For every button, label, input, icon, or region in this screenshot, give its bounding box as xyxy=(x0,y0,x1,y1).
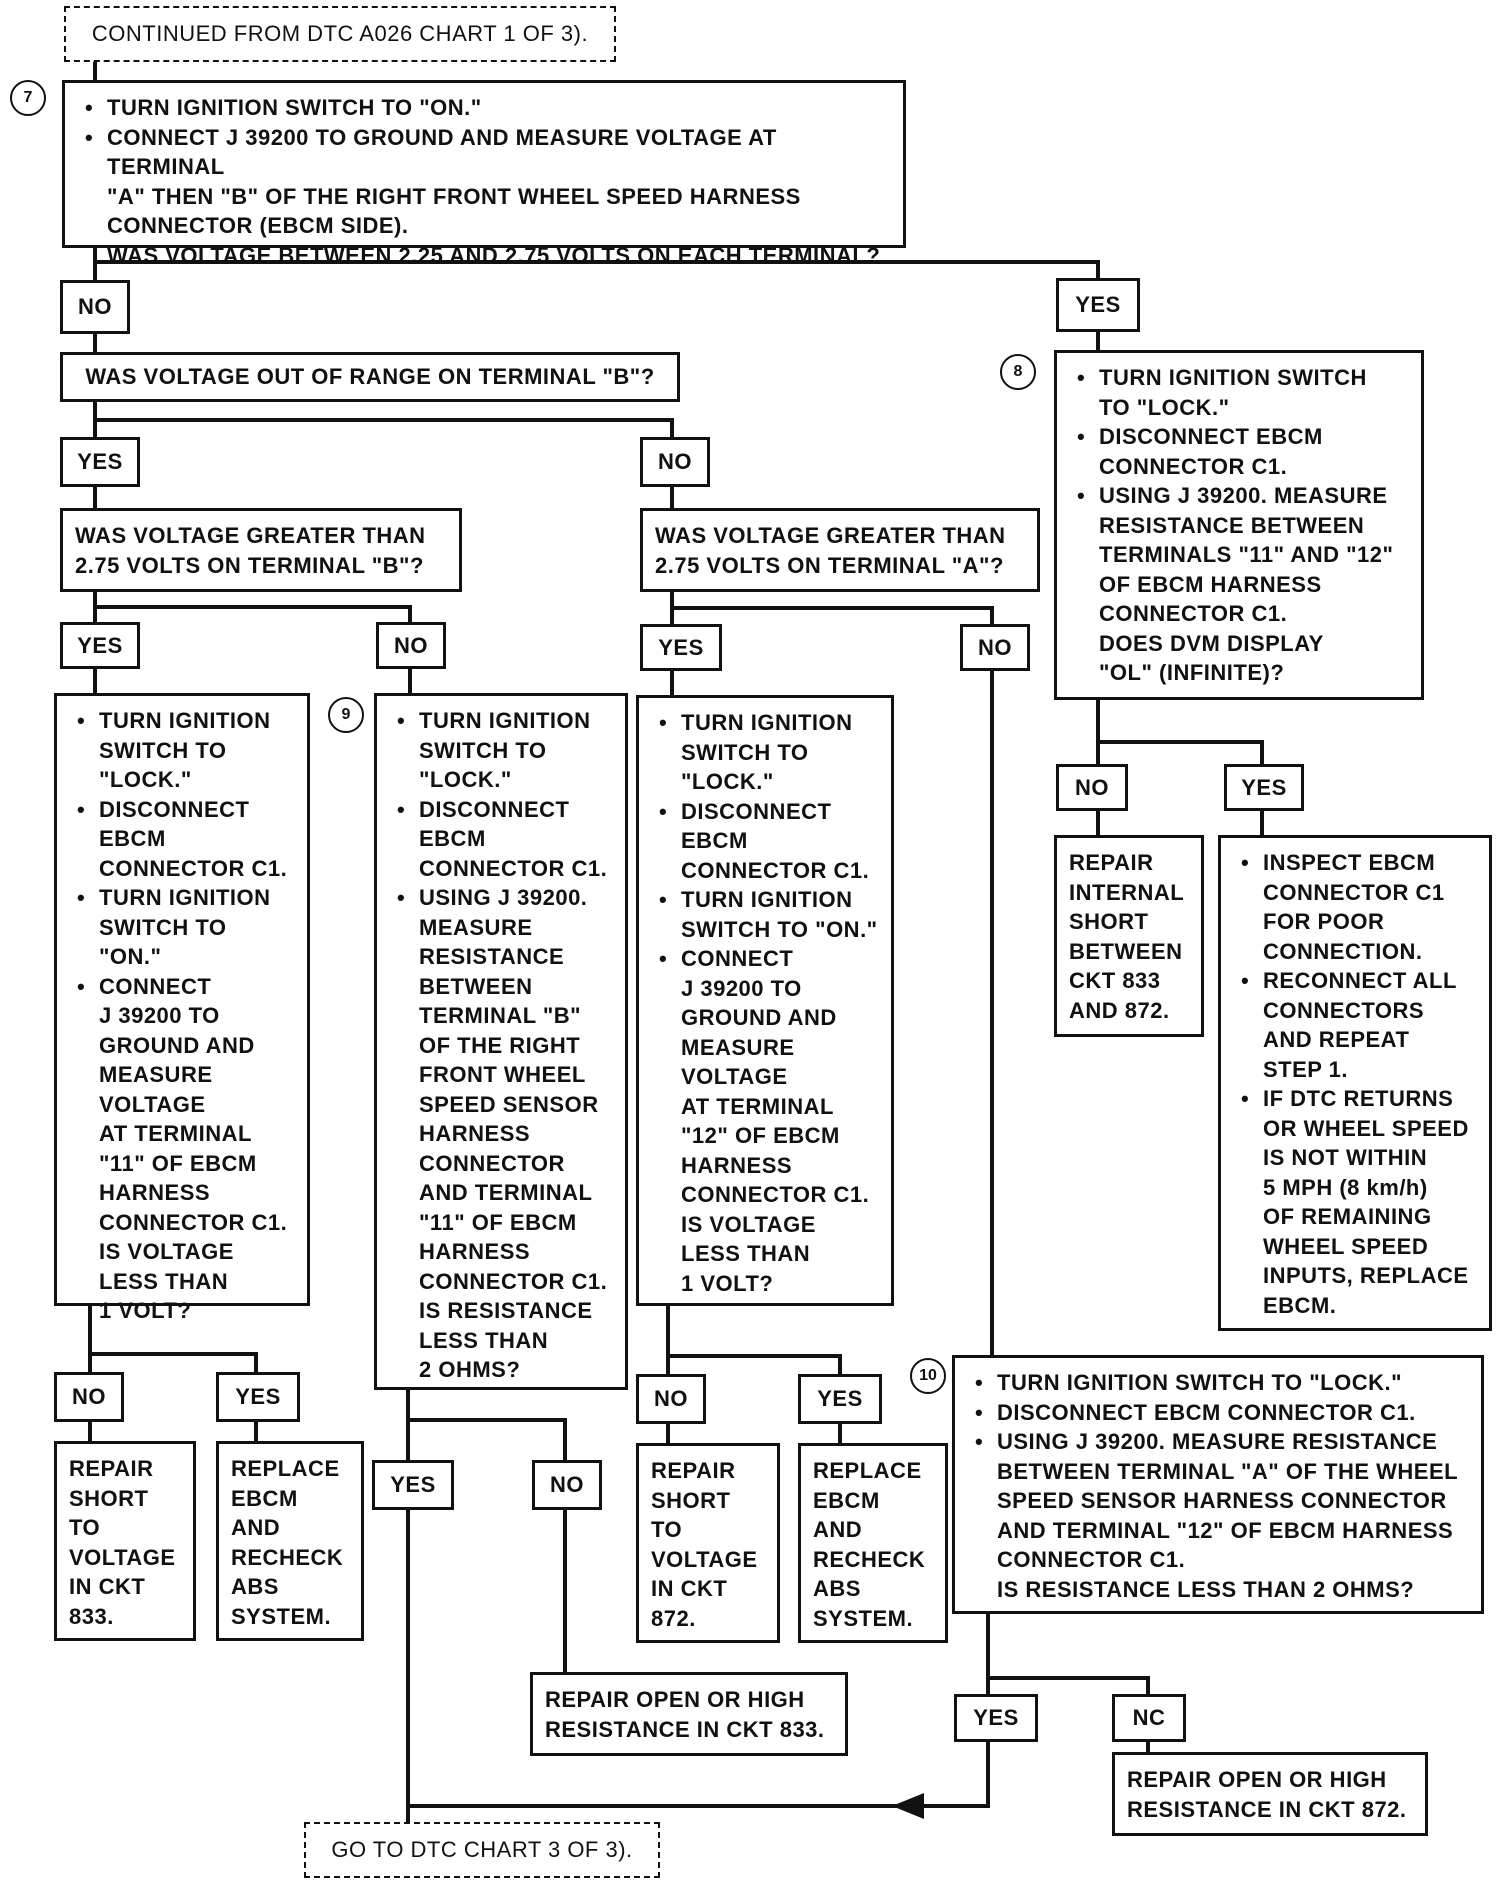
label-yes-10: YES xyxy=(954,1694,1038,1742)
label-no-greater-b: NO xyxy=(376,622,446,669)
inspect-connector-box: INSPECT EBCM CONNECTOR C1 FOR POOR CONNE… xyxy=(1218,835,1492,1331)
step-9-bullet: USING J 39200. MEASURE RESISTANCE BETWEE… xyxy=(389,883,613,1296)
step-7-marker: 7 xyxy=(10,80,46,116)
step-10-question: IS RESISTANCE LESS THAN 2 OHMS? xyxy=(997,1576,1415,1602)
label-no-8: NO xyxy=(1056,764,1128,811)
label-no-greater-a: NO xyxy=(960,624,1030,671)
replace-ebcm-mid: REPLACE EBCM AND RECHECK ABS SYSTEM. xyxy=(798,1443,948,1643)
label-yes-greater-b: YES xyxy=(60,622,140,669)
label-no-range: NO xyxy=(640,437,710,487)
left-voltage-check-box: TURN IGNITION SWITCH TO "LOCK." DISCONNE… xyxy=(54,693,310,1323)
step-9-bullet: TURN IGNITION SWITCH TO "LOCK." xyxy=(389,706,613,795)
label-yes-9: YES xyxy=(372,1460,454,1510)
repair-open-872: REPAIR OPEN OR HIGH RESISTANCE IN CKT 87… xyxy=(1112,1752,1428,1836)
step-7-bullet: CONNECT J 39200 TO GROUND AND MEASURE VO… xyxy=(77,123,891,241)
label-yes-top: YES xyxy=(1056,278,1140,332)
step-9-bullet: DISCONNECT EBCM CONNECTOR C1. xyxy=(389,795,613,884)
inspect-bullet: INSPECT EBCM CONNECTOR C1 FOR POOR CONNE… xyxy=(1233,848,1477,966)
go-to-chart-box: GO TO DTC CHART 3 OF 3). xyxy=(304,1822,660,1878)
step-8-marker: 8 xyxy=(1000,354,1036,390)
left-check-bullet: TURN IGNITION SWITCH TO "LOCK." xyxy=(69,706,295,795)
mid-voltage-check-box: TURN IGNITION SWITCH TO "LOCK." DISCONNE… xyxy=(636,695,894,1306)
mid-check-bullet: TURN IGNITION SWITCH TO "LOCK." xyxy=(651,708,879,797)
step-8-bullet: USING J 39200. MEASURE RESISTANCE BETWEE… xyxy=(1069,481,1409,629)
step-7-bullets: TURN IGNITION SWITCH TO "ON." CONNECT J … xyxy=(77,93,891,241)
go-to-chart-text: GO TO DTC CHART 3 OF 3). xyxy=(331,1837,633,1863)
label-yes-range: YES xyxy=(60,437,140,487)
step-9-question: IS RESISTANCE LESS THAN 2 OHMS? xyxy=(419,1298,593,1382)
label-no-top: NO xyxy=(60,280,130,334)
step-8-question: DOES DVM DISPLAY "OL" (INFINITE)? xyxy=(1099,630,1324,686)
step-10-marker: 10 xyxy=(910,1358,946,1394)
label-nc-10: NC xyxy=(1112,1694,1186,1742)
step-9-box: TURN IGNITION SWITCH TO "LOCK." DISCONNE… xyxy=(374,693,628,1390)
step-8-box: TURN IGNITION SWITCH TO "LOCK." DISCONNE… xyxy=(1054,350,1424,700)
step-7-question: WAS VOLTAGE BETWEEN 2.25 AND 2.75 VOLTS … xyxy=(107,242,881,268)
label-yes-greater-a: YES xyxy=(640,624,722,671)
left-check-bullet: CONNECT J 39200 TO GROUND AND MEASURE VO… xyxy=(69,972,295,1238)
inspect-bullet: RECONNECT ALL CONNECTORS AND REPEAT STEP… xyxy=(1233,966,1477,1084)
question-greater-b: WAS VOLTAGE GREATER THAN 2.75 VOLTS ON T… xyxy=(60,508,462,592)
step-8-bullet: DISCONNECT EBCM CONNECTOR C1. xyxy=(1069,422,1409,481)
question-greater-a: WAS VOLTAGE GREATER THAN 2.75 VOLTS ON T… xyxy=(640,508,1040,592)
left-check-question: IS VOLTAGE LESS THAN 1 VOLT? xyxy=(99,1239,234,1323)
step-10-box: TURN IGNITION SWITCH TO "LOCK." DISCONNE… xyxy=(952,1355,1484,1614)
mid-check-bullet: DISCONNECT EBCM CONNECTOR C1. xyxy=(651,797,879,886)
label-no-mid: NO xyxy=(636,1374,706,1424)
continued-from-text: CONTINUED FROM DTC A026 CHART 1 OF 3). xyxy=(91,21,589,47)
continued-from-box: CONTINUED FROM DTC A026 CHART 1 OF 3). xyxy=(64,6,616,62)
replace-ebcm-left: REPLACE EBCM AND RECHECK ABS SYSTEM. xyxy=(216,1441,364,1641)
step-10-bullet: DISCONNECT EBCM CONNECTOR C1. xyxy=(967,1398,1469,1428)
mid-check-bullet: TURN IGNITION SWITCH TO "ON." xyxy=(651,885,879,944)
mid-check-question: IS VOLTAGE LESS THAN 1 VOLT? xyxy=(681,1211,816,1296)
label-no-left: NO xyxy=(54,1372,124,1422)
step-7-box: TURN IGNITION SWITCH TO "ON." CONNECT J … xyxy=(62,80,906,268)
label-no-9: NO xyxy=(532,1460,602,1510)
label-yes-8: YES xyxy=(1224,764,1304,811)
mid-check-bullet: CONNECT J 39200 TO GROUND AND MEASURE VO… xyxy=(651,944,879,1210)
step-10-bullet: USING J 39200. MEASURE RESISTANCE BETWEE… xyxy=(967,1427,1469,1575)
step-10-bullet: TURN IGNITION SWITCH TO "LOCK." xyxy=(967,1368,1469,1398)
step-7-bullet: TURN IGNITION SWITCH TO "ON." xyxy=(77,93,891,123)
label-yes-left: YES xyxy=(216,1372,300,1422)
left-check-bullet: TURN IGNITION SWITCH TO "ON." xyxy=(69,883,295,972)
step-8-bullet: TURN IGNITION SWITCH TO "LOCK." xyxy=(1069,363,1409,422)
repair-short-872: REPAIR SHORT TO VOLTAGE IN CKT 872. xyxy=(636,1443,780,1643)
left-check-bullet: DISCONNECT EBCM CONNECTOR C1. xyxy=(69,795,295,884)
step-9-marker: 9 xyxy=(328,697,364,733)
repair-short-833: REPAIR SHORT TO VOLTAGE IN CKT 833. xyxy=(54,1441,196,1641)
label-yes-mid: YES xyxy=(798,1374,882,1424)
inspect-bullet: IF DTC RETURNS OR WHEEL SPEED IS NOT WIT… xyxy=(1233,1084,1477,1320)
repair-internal-short: REPAIR INTERNAL SHORT BETWEEN CKT 833 AN… xyxy=(1054,835,1204,1037)
repair-open-833: REPAIR OPEN OR HIGH RESISTANCE IN CKT 83… xyxy=(530,1672,848,1756)
question-out-of-range-b: WAS VOLTAGE OUT OF RANGE ON TERMINAL "B"… xyxy=(60,352,680,402)
